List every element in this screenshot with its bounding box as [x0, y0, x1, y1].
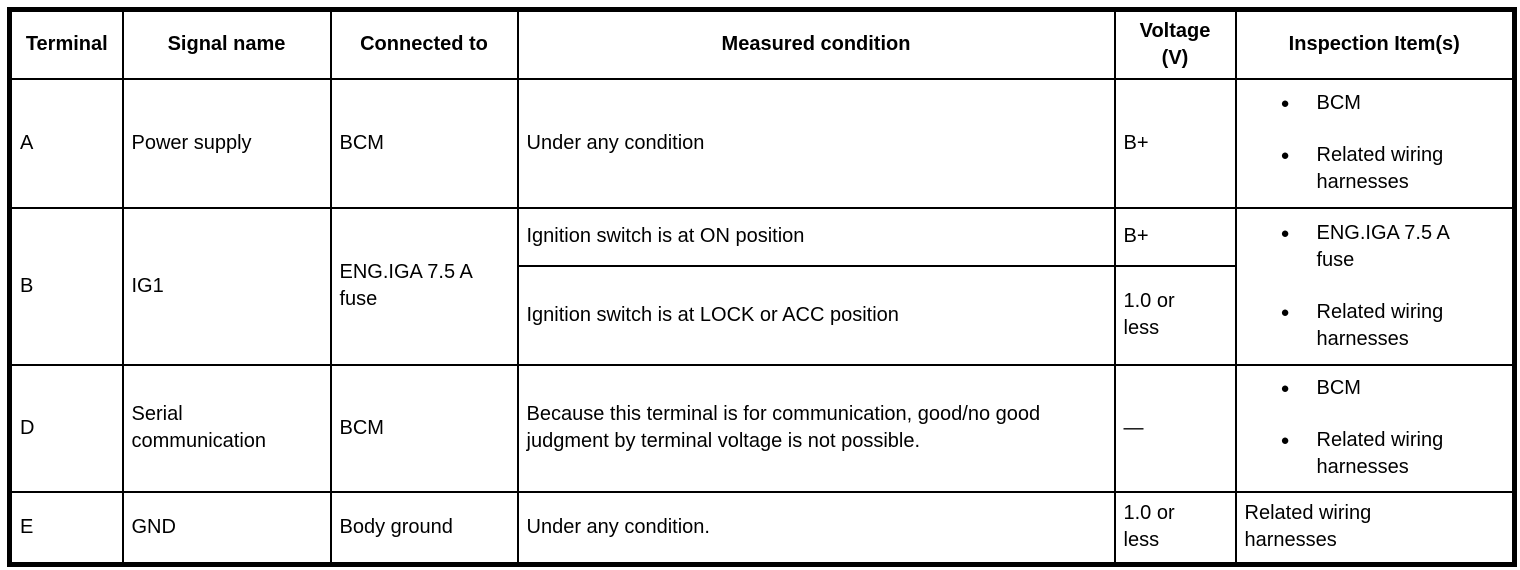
bullet-icon: ●	[1280, 380, 1290, 397]
cell-e-connected-to: Body ground	[329, 490, 519, 566]
cell-d-terminal: D	[8, 363, 124, 493]
col-header-measured-condition: Measured condition	[516, 8, 1116, 80]
cell-b-measured-condition-on: Ignition switch is at ON position	[516, 206, 1116, 267]
cell-a-connected-to: BCM	[329, 77, 519, 209]
col-header-terminal: Terminal	[8, 8, 124, 80]
table-row-terminal-d: D Serial communication BCM Because this …	[8, 363, 1516, 493]
inspection-item-label: Related wiring harnesses	[1244, 502, 1372, 552]
cell-b-measured-condition-lock: Ignition switch is at LOCK or ACC positi…	[516, 264, 1116, 366]
cell-a-measured-condition: Under any condition	[516, 77, 1116, 209]
inspection-list: ● ENG.IGA 7.5 A fuse ● Related wiring ha…	[1245, 220, 1507, 353]
voltage-value: 1.0 or less	[1123, 290, 1175, 339]
list-item: ● BCM	[1281, 375, 1507, 402]
cell-e-terminal: E	[8, 490, 124, 566]
cell-b-voltage-lock: 1.0 or less	[1113, 264, 1237, 366]
inspection-item-label: BCM	[1316, 92, 1361, 114]
bullet-icon: ●	[1280, 95, 1290, 112]
table-row-terminal-e: E GND Body ground Under any condition. 1…	[8, 490, 1516, 566]
cell-d-signal-name: Serial communication	[121, 363, 332, 493]
cell-b-signal-name: IG1	[121, 206, 332, 366]
cell-a-voltage: B+	[1113, 77, 1237, 209]
cell-d-inspection: ● BCM ● Related wiring harnesses	[1234, 363, 1516, 493]
inspection-item-label: Related wiring harnesses	[1316, 429, 1444, 478]
inspection-list: ● BCM ● Related wiring harnesses	[1245, 375, 1507, 481]
table-row-terminal-a: A Power supply BCM Under any condition B…	[8, 77, 1516, 209]
cell-e-voltage: 1.0 or less	[1113, 490, 1237, 566]
inspection-item-label: BCM	[1316, 377, 1361, 399]
voltage-value: 1.0 or less	[1123, 502, 1175, 552]
bullet-icon: ●	[1280, 147, 1290, 164]
list-item: ● BCM	[1281, 90, 1507, 117]
inspection-list: ● BCM ● Related wiring harnesses	[1245, 90, 1507, 196]
table-row-terminal-b-lock: Ignition switch is at LOCK or ACC positi…	[10, 264, 1515, 366]
list-item: ● ENG.IGA 7.5 A fuse	[1281, 220, 1507, 274]
col-header-connected-to: Connected to	[329, 8, 519, 80]
inspection-item-label: ENG.IGA 7.5 A fuse	[1316, 221, 1449, 271]
col-header-inspection-items: Inspection Item(s)	[1234, 8, 1516, 80]
signal-name-label: Serial communication	[131, 403, 267, 452]
list-item: ● Related wiring harnesses	[1281, 142, 1507, 196]
cell-a-inspection: ● BCM ● Related wiring harnesses	[1234, 77, 1516, 209]
measured-condition-label: Because this terminal is for communicati…	[526, 403, 1041, 452]
bullet-icon: ●	[1280, 224, 1290, 242]
list-item: ● Related wiring harnesses	[1281, 299, 1507, 353]
table-header-row: Terminal Signal name Connected to Measur…	[8, 8, 1516, 80]
terminal-voltage-table: Terminal Signal name Connected to Measur…	[7, 7, 1517, 567]
list-item: ● Related wiring harnesses	[1281, 427, 1507, 481]
cell-d-measured-condition: Because this terminal is for communicati…	[516, 363, 1116, 493]
bullet-icon: ●	[1280, 303, 1290, 321]
cell-d-voltage: —	[1113, 363, 1237, 493]
cell-b-inspection: ● ENG.IGA 7.5 A fuse ● Related wiring ha…	[1234, 206, 1516, 366]
col-header-voltage-label: Voltage (V)	[1139, 19, 1211, 69]
inspection-item-label: Related wiring harnesses	[1316, 300, 1444, 350]
cell-b-connected-to: ENG.IGA 7.5 A fuse	[329, 206, 519, 366]
bullet-icon: ●	[1280, 432, 1290, 449]
col-header-signal-name: Signal name	[121, 8, 332, 80]
cell-e-signal-name: GND	[121, 490, 332, 566]
cell-a-signal-name: Power supply	[121, 77, 332, 209]
page: { "icons": { "bullet": "●" }, "header": …	[0, 7, 1520, 570]
table-row-terminal-b-on: B IG1 ENG.IGA 7.5 A fuse Ignition switch…	[8, 206, 1516, 366]
cell-e-measured-condition: Under any condition.	[516, 490, 1116, 566]
col-header-voltage: Voltage (V)	[1113, 8, 1237, 80]
connected-to-label: ENG.IGA 7.5 A fuse	[339, 261, 472, 310]
cell-b-voltage-on: B+	[1113, 206, 1237, 267]
cell-a-terminal: A	[8, 77, 124, 209]
cell-b-terminal: B	[8, 206, 124, 366]
cell-e-inspection: Related wiring harnesses	[1234, 490, 1516, 566]
cell-d-connected-to: BCM	[329, 363, 519, 493]
inspection-item-label: Related wiring harnesses	[1316, 144, 1444, 193]
